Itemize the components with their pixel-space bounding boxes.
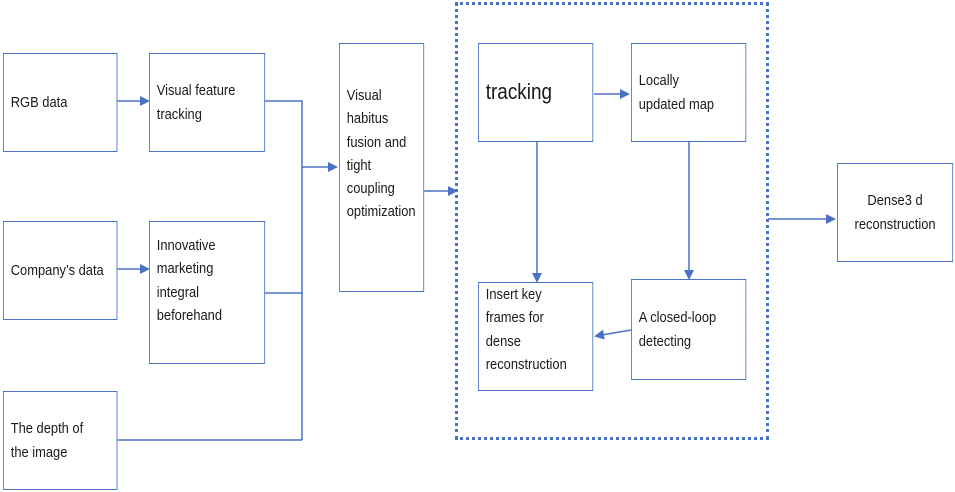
subsystem-boundary bbox=[455, 2, 769, 440]
node-fusion-optimization: Visual habitus fusion and tight coupling… bbox=[339, 43, 425, 292]
node-innovative-marketing: Innovative marketing integral beforehand bbox=[149, 221, 266, 364]
node-label: Locally updated map bbox=[638, 72, 715, 113]
node-label: A closed-loop detecting bbox=[638, 309, 717, 350]
node-company-data: Company’s data bbox=[3, 221, 118, 320]
node-depth-image: The depth of the image bbox=[3, 391, 118, 490]
line-vft-to-bus bbox=[265, 100, 303, 440]
node-locally-updated-map: Locally updated map bbox=[631, 43, 747, 142]
node-closed-loop-detecting: A closed-loop detecting bbox=[631, 279, 747, 380]
node-label: Company’s data bbox=[10, 261, 104, 279]
node-label: RGB data bbox=[10, 93, 68, 111]
node-visual-feature-tracking: Visual feature tracking bbox=[149, 53, 266, 152]
node-label: Dense3 d reconstruction bbox=[854, 192, 936, 233]
node-tracking: tracking bbox=[478, 43, 594, 142]
node-label: Visual habitus fusion and tight coupling… bbox=[346, 87, 416, 221]
node-insert-key-frames: Insert key frames for dense reconstructi… bbox=[478, 282, 594, 391]
arrow-loop-to-keyframes bbox=[594, 329, 632, 340]
node-label: Visual feature tracking bbox=[156, 82, 236, 123]
node-label: Innovative marketing integral beforehand bbox=[156, 237, 223, 324]
node-label: Insert key frames for dense reconstructi… bbox=[485, 286, 567, 373]
node-dense-3d-reconstruction: Dense3 d reconstruction bbox=[837, 163, 954, 262]
node-label: tracking bbox=[485, 79, 553, 105]
node-label: The depth of the image bbox=[10, 420, 84, 461]
node-rgb-data: RGB data bbox=[3, 53, 118, 152]
